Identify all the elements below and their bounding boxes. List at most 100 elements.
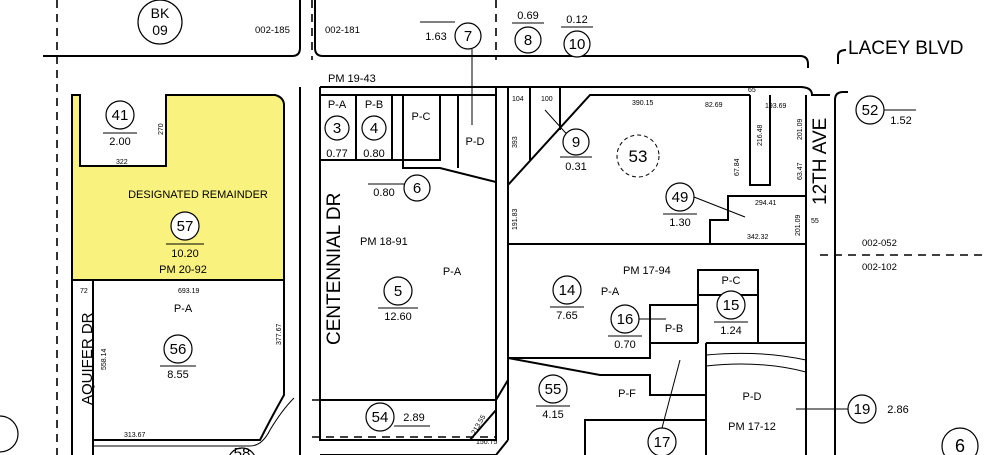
book-circle: [137, 0, 183, 45]
parcel-pd-south: P-D: [743, 391, 762, 403]
parcel-14-acres: 7.65: [556, 310, 577, 322]
parcel-17-outline: [584, 419, 706, 455]
dim-377-67: 377.67: [276, 323, 283, 345]
dim-313-67: 313.67: [124, 432, 146, 439]
parcel-49-acres: 1.30: [669, 217, 690, 229]
parcel-15-number: 15: [723, 297, 740, 314]
parcel-5-outline: [319, 87, 497, 441]
street-centennial-dr: CENTENNIAL DR: [324, 193, 345, 345]
dim-67-84: 67.84: [734, 158, 741, 176]
parcel-16-number: 16: [617, 311, 634, 328]
parcel-10-acres: 0.12: [566, 14, 587, 26]
parcel-14-pa: P-A: [601, 286, 620, 298]
pd-top-curves: [705, 352, 807, 373]
dim-216-48: 216.48: [757, 124, 764, 146]
lacey-south-line: [320, 86, 830, 96]
parcel-3-pa: P-A: [328, 99, 347, 111]
lacey-north-line-west: [43, 0, 301, 57]
dim-342-32: 342.32: [747, 234, 769, 241]
dim-72: 72: [80, 288, 88, 295]
parcel-57-acres: 10.20: [171, 248, 199, 260]
parcel-55-pf: P-F: [618, 388, 636, 400]
parcel-58-circle: [229, 447, 255, 455]
parcel-52-acres: 1.52: [890, 115, 911, 127]
parcel-58-number: 58: [234, 445, 251, 455]
dim-191-83: 191.83: [512, 208, 519, 230]
dim-193-69: 193.69: [765, 103, 787, 110]
dim-558-14: 558.14: [101, 348, 108, 370]
parcel-9-circle: [562, 128, 590, 156]
parcel-6-acres: 0.80: [373, 187, 394, 199]
parcel-56-number: 56: [170, 341, 187, 358]
dim-322: 322: [116, 159, 128, 166]
parcel-5-number: 5: [394, 283, 402, 300]
parcel-edge-west-circle: [0, 415, 19, 453]
parcel-pc-label: P-C: [412, 111, 431, 123]
dim-65: 65: [748, 87, 756, 94]
parcel-3-number: 3: [333, 120, 341, 137]
dim-201-09-north: 201.09: [797, 118, 804, 140]
parcel-49-outline: [709, 195, 806, 244]
parcel-55-number: 55: [545, 381, 562, 398]
parcel-pd-label: P-D: [466, 136, 485, 148]
dim-393: 393: [512, 136, 519, 148]
parcel-17-circle: [647, 427, 677, 455]
dim-270: 270: [158, 123, 165, 135]
parcel-3-circle: [324, 115, 350, 141]
parcel-56-circle: [163, 334, 193, 364]
parcel-53-circle: [616, 134, 660, 178]
street-lacey-blvd: LACEY BLVD: [848, 38, 963, 59]
parcel-53-number: 53: [629, 147, 648, 166]
parcel-16-pb: P-B: [665, 323, 683, 335]
parcel-15-acres: 1.24: [720, 325, 741, 337]
parcel-14-boundary: [508, 269, 806, 359]
parcel-9-number: 9: [572, 134, 580, 151]
parcel-8-number: 8: [524, 32, 532, 49]
p49-north-box: [749, 95, 771, 186]
pm-18-91: PM 18-91: [360, 236, 408, 248]
parcel-4-pb: P-B: [365, 99, 383, 111]
parcel-6-number: 6: [413, 180, 421, 197]
parcel-49-pointer: [693, 196, 746, 218]
parcel-55-north: [507, 357, 706, 396]
pd-east-outline: [706, 342, 807, 455]
parcel-5-circle: [383, 276, 413, 306]
parcel-4-number: 4: [370, 120, 378, 137]
pm-17-12: PM 17-12: [728, 421, 776, 433]
parcel-8-circle: [514, 26, 542, 54]
parcel-6-circle: [403, 174, 431, 202]
parcel-10-circle: [563, 30, 591, 58]
parcel-4-circle: [361, 115, 387, 141]
parcel-14-number: 14: [559, 282, 576, 299]
dim-100: 100: [541, 96, 553, 103]
parcel-5-pa: P-A: [443, 266, 462, 278]
parcel-56-pa: P-A: [174, 303, 193, 315]
parcel-7-number: 7: [464, 28, 472, 45]
parcel-3-acres: 0.77: [326, 148, 347, 160]
ref-002-102: 002-102: [862, 262, 897, 273]
parcel-54-number: 54: [372, 409, 389, 426]
parcel-4-acres: 0.80: [363, 148, 384, 160]
dim-390-15: 390.15: [632, 100, 654, 107]
dim-150-75: 150.75: [476, 439, 498, 446]
parcel-53-diagonal: [507, 94, 750, 186]
parcel-41-circle: [105, 100, 135, 130]
parcel-41-number: 41: [112, 107, 129, 124]
twelfth-corner: [834, 91, 848, 101]
parcel-49-number: 49: [672, 189, 689, 206]
parcel-5-acres: 12.60: [384, 311, 412, 323]
ref-002-052: 002-052: [862, 238, 897, 249]
parcel-7-acres: 1.63: [425, 31, 446, 43]
parcel-15-pc: P-C: [722, 275, 741, 287]
parcel-19-acres: 2.86: [887, 404, 908, 416]
ref-002-181: 002-181: [325, 25, 360, 36]
parcel-41-acres: 2.00: [109, 136, 130, 148]
dim-693-19: 693.19: [178, 288, 200, 295]
designated-remainder-area: [71, 94, 285, 281]
parcel-56-south-curve: [93, 397, 295, 447]
pm-19-43: PM 19-43: [328, 73, 376, 85]
dim-82-69: 82.69: [705, 102, 723, 109]
parcel-56-outline: [93, 279, 285, 441]
parcel-9-acres: 0.31: [565, 161, 586, 173]
